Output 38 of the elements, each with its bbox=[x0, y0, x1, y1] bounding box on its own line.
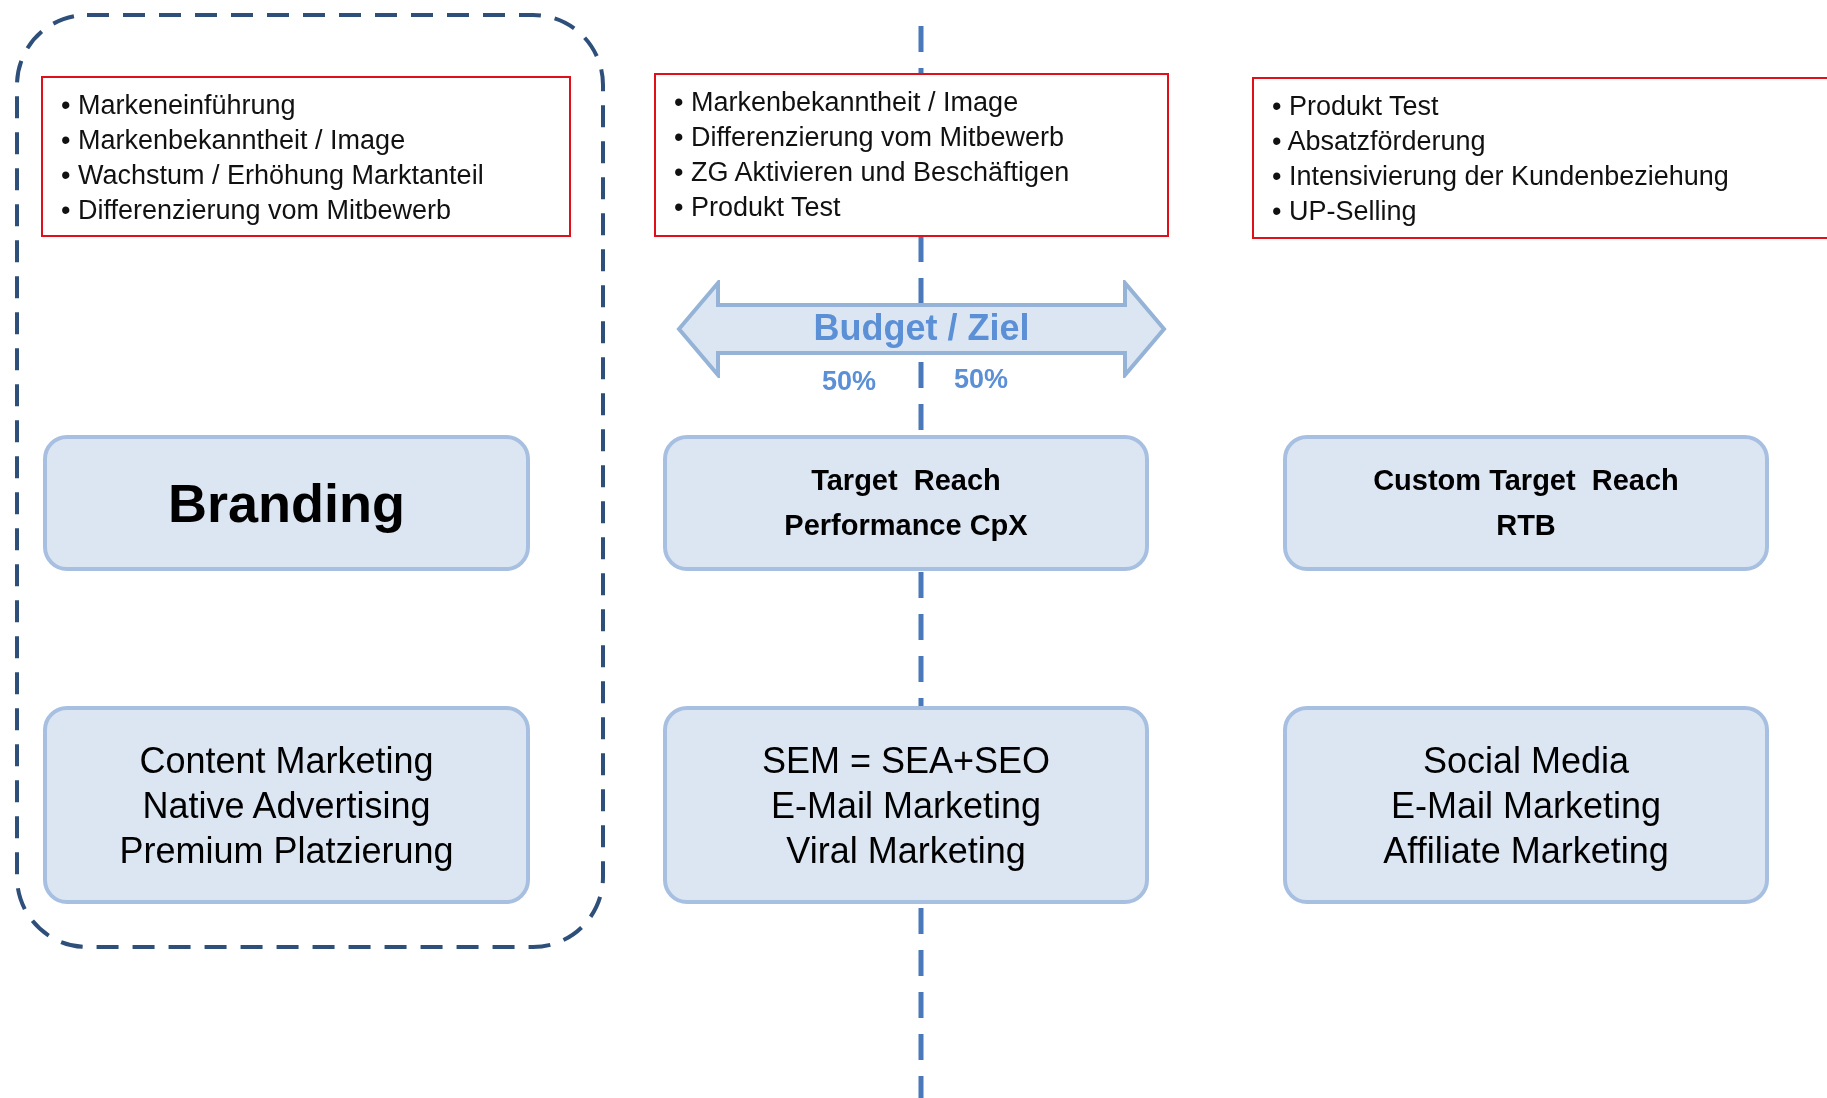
rounded-box bbox=[663, 435, 1149, 571]
rounded-box bbox=[663, 706, 1149, 904]
bullet-item: • ZG Aktivieren und Beschäftigen bbox=[674, 156, 1070, 189]
bullet-item: • Markenbekanntheit / Image bbox=[61, 124, 406, 157]
box-text: Content Marketing bbox=[139, 738, 434, 783]
box-text: Custom Target Reach bbox=[1373, 463, 1679, 498]
bullet-item: • Intensivierung der Kundenbeziehung bbox=[1272, 160, 1729, 193]
bullet-list-box bbox=[654, 73, 1169, 237]
bullet-item: • Produkt Test bbox=[674, 191, 841, 224]
box-text: Premium Platzierung bbox=[119, 828, 454, 873]
bullet-item: • Differenzierung vom Mitbewerb bbox=[61, 194, 452, 227]
bullet-item: • UP-Selling bbox=[1272, 195, 1417, 228]
bullet-item: • Produkt Test bbox=[1272, 90, 1439, 123]
bullet-item: • Markenbekanntheit / Image bbox=[674, 86, 1019, 119]
percent-label: 50% bbox=[822, 366, 877, 397]
box-text: E-Mail Marketing bbox=[770, 783, 1042, 828]
box-text: Performance CpX bbox=[784, 508, 1028, 543]
bullet-item: • Wachstum / Erhöhung Marktanteil bbox=[61, 159, 484, 192]
bullet-item: • Markeneinführung bbox=[61, 89, 296, 122]
bullet-list-box bbox=[1252, 77, 1827, 239]
bullet-list-box bbox=[41, 76, 571, 237]
percent-label: 50% bbox=[954, 364, 1009, 395]
box-text: SEM = SEA+SEO bbox=[761, 738, 1051, 783]
box-text: Social Media bbox=[1422, 738, 1630, 783]
bullet-item: • Absatzförderung bbox=[1272, 125, 1486, 158]
box-text: E-Mail Marketing bbox=[1390, 783, 1662, 828]
box-text: Native Advertising bbox=[142, 783, 431, 828]
rounded-box bbox=[1283, 706, 1769, 904]
rounded-box bbox=[43, 706, 530, 904]
box-text: RTB bbox=[1496, 508, 1556, 543]
box-text: Viral Marketing bbox=[786, 828, 1026, 873]
rounded-box bbox=[43, 435, 530, 571]
box-text: Branding bbox=[168, 472, 405, 534]
box-text: Affiliate Marketing bbox=[1383, 828, 1669, 873]
rounded-box bbox=[1283, 435, 1769, 571]
box-text: Target Reach bbox=[811, 463, 1001, 498]
bullet-item: • Differenzierung vom Mitbewerb bbox=[674, 121, 1065, 154]
arrow-label: Budget / Ziel bbox=[813, 308, 1030, 348]
